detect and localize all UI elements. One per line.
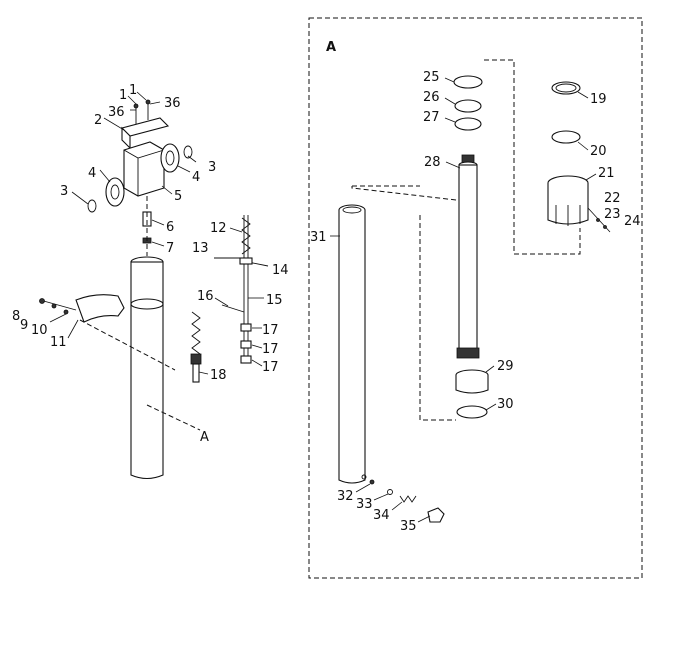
callout-3-left: 3 — [60, 184, 68, 199]
ring-part-30 — [456, 405, 488, 419]
callout-5: 5 — [174, 189, 182, 204]
callout-16: 16 — [197, 289, 214, 304]
collar-part-17c — [240, 355, 252, 364]
callout-27: 27 — [423, 110, 440, 125]
callout-17-c: 17 — [262, 360, 279, 375]
detail-box-a — [308, 17, 643, 579]
callout-15: 15 — [266, 293, 283, 308]
callout-8: 8 — [12, 309, 20, 324]
callout-17-a: 17 — [262, 323, 279, 338]
callout-1-a: 1 — [119, 88, 127, 103]
callout-19: 19 — [590, 92, 607, 107]
spring-part-34 — [399, 495, 417, 503]
outer-tube-part-31 — [338, 204, 367, 484]
leader-lines — [49, 77, 597, 523]
callout-23: 23 — [604, 207, 621, 222]
spring-part-18 — [191, 311, 201, 355]
callout-36-b: 36 — [164, 96, 181, 111]
callout-10: 10 — [31, 323, 48, 338]
callout-9: 9 — [20, 318, 28, 333]
callout-4-left: 4 — [88, 166, 96, 181]
callout-28: 28 — [424, 155, 441, 170]
callout-11: 11 — [50, 335, 67, 350]
ring-part-26 — [454, 99, 482, 113]
ball-part-33 — [387, 489, 393, 495]
callout-35: 35 — [400, 519, 417, 534]
clamp-assembly — [39, 294, 176, 371]
callout-1-b: 1 — [129, 83, 137, 98]
callout-13: 13 — [192, 241, 209, 256]
clip-part-3-right — [183, 145, 193, 159]
callout-31: 31 — [310, 230, 327, 245]
collar-part-21 — [547, 175, 589, 226]
wheel-part-4-right — [160, 143, 180, 173]
callout-29: 29 — [497, 359, 514, 374]
housing-part-5 — [123, 141, 165, 197]
rod-assembly — [190, 215, 269, 383]
callout-6: 6 — [166, 220, 174, 235]
ring-part-27 — [454, 117, 482, 131]
callout-3-right: 3 — [208, 160, 216, 175]
callout-18: 18 — [210, 368, 227, 383]
ball-part-32 — [369, 479, 375, 485]
callout-22: 22 — [604, 191, 621, 206]
callout-14: 14 — [272, 263, 289, 278]
ring-part-20 — [551, 130, 581, 144]
screw-part-36 — [145, 99, 151, 105]
trolley-assembly — [87, 99, 193, 256]
callout-ref-a: A — [200, 430, 209, 445]
bracket-part-2 — [120, 117, 170, 137]
callout-12: 12 — [210, 221, 227, 236]
callout-30: 30 — [497, 397, 514, 412]
knob-part-35 — [427, 507, 445, 523]
chain-part-12 — [241, 217, 251, 255]
callout-20: 20 — [590, 144, 607, 159]
callout-7: 7 — [166, 241, 174, 256]
callout-34: 34 — [373, 508, 390, 523]
callout-2: 2 — [94, 113, 102, 128]
callout-labels: 1 1 36 36 2 3 4 4 3 5 6 7 12 13 14 15 16… — [12, 70, 641, 534]
clip-part-3-left — [87, 199, 97, 213]
callout-17-b: 17 — [262, 342, 279, 357]
collar-part-17a — [240, 323, 252, 332]
callout-25: 25 — [423, 70, 440, 85]
lever-part-16 — [221, 304, 245, 313]
screw-part-1 — [133, 103, 139, 109]
callout-26: 26 — [423, 90, 440, 105]
collar-part-17b — [240, 340, 252, 349]
inner-tube-part-28 — [456, 154, 480, 359]
detail-box-label: A — [326, 40, 336, 55]
ring-part-25 — [453, 75, 483, 89]
bushing-part-29 — [455, 375, 489, 394]
callout-4-right: 4 — [192, 170, 200, 185]
clamp-part-11 — [75, 294, 125, 323]
callout-24: 24 — [624, 214, 641, 229]
callout-33: 33 — [356, 497, 373, 512]
callout-32: 32 — [337, 489, 354, 504]
callout-36-a: 36 — [108, 105, 125, 120]
wheel-part-4-left — [105, 177, 125, 207]
callout-21: 21 — [598, 166, 615, 181]
main-post — [130, 256, 201, 480]
